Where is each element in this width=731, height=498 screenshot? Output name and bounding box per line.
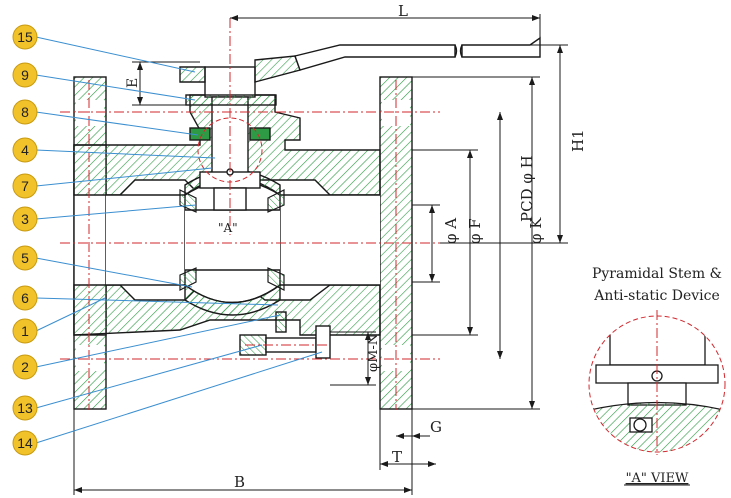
lever-handle	[294, 36, 541, 71]
dim-E: E	[125, 78, 141, 88]
dimension-arrows	[74, 15, 563, 493]
view-a-circle	[197, 117, 263, 183]
callout-3	[12, 206, 38, 232]
callout-label: 14	[17, 435, 33, 451]
dim-A: φ A	[442, 218, 460, 244]
callout-label: 8	[21, 104, 29, 120]
dim-PCD-H: PCD φ H	[518, 155, 536, 222]
callout-1	[12, 318, 38, 344]
dim-H1: H1	[569, 129, 587, 152]
callouts	[12, 24, 38, 456]
callout-label: 15	[17, 29, 33, 45]
callout-9	[12, 62, 38, 88]
callout-label: 7	[21, 178, 29, 194]
detail-title-line2: Anti-static Device	[593, 288, 720, 304]
dim-F: φ F	[466, 218, 484, 244]
callout-7	[12, 173, 38, 199]
callout-label: 6	[21, 290, 29, 306]
callout-label: 3	[21, 211, 29, 227]
callout-5	[12, 245, 38, 271]
dim-G: G	[430, 418, 442, 436]
detail-caption: "A" VIEW	[626, 471, 689, 486]
callout-4	[12, 137, 38, 163]
dimension-lines	[73, 14, 568, 495]
callout-6	[12, 285, 38, 311]
callout-8	[12, 99, 38, 125]
dim-B: B	[234, 473, 245, 491]
callout-leaders	[35, 36, 323, 444]
detail-title-line1: Pyramidal Stem &	[592, 266, 722, 282]
callout-15	[12, 24, 38, 50]
callout-label: 9	[21, 67, 29, 83]
callout-label: 2	[21, 359, 29, 375]
callout-14	[12, 430, 38, 456]
dim-K: φ K	[527, 217, 545, 244]
detail-view-a: Pyramidal Stem & Anti-static Device "A" …	[588, 266, 726, 486]
callout-label: 4	[21, 142, 29, 158]
dim-T: T	[392, 448, 402, 466]
callout-13	[12, 395, 38, 421]
dim-L: L	[398, 2, 408, 20]
callout-label: 5	[21, 250, 29, 266]
dim-MN: φM-N	[366, 334, 381, 372]
callout-2	[12, 354, 38, 380]
view-a-marker: "A"	[218, 221, 238, 235]
centerlines	[60, 18, 440, 410]
callout-label: 13	[17, 400, 33, 416]
callout-label: 1	[21, 323, 29, 339]
